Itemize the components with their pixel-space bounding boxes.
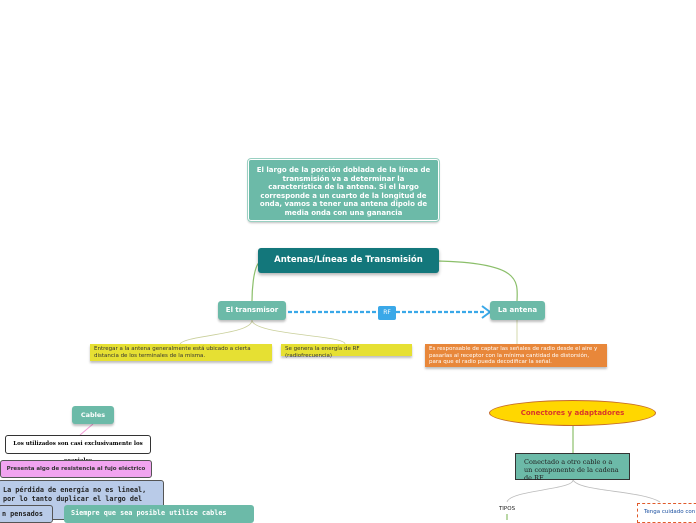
transmitter-node[interactable]: El transmisor — [218, 301, 286, 320]
connectors-care-note[interactable]: Tenga cuidado con — [637, 503, 696, 523]
link-transmitter-note1 — [179, 319, 253, 345]
link-central-antenna — [437, 260, 518, 302]
transmitter-note-1-text: Entregar a la antena generalmente está u… — [94, 346, 251, 359]
cables-coax-note[interactable]: Los utilizados son casi exclusivamente l… — [5, 435, 151, 464]
types-label: TIPOS — [498, 506, 516, 512]
transmitter-note-2-text: Se genera la energía de RF (radiofrecuen… — [285, 346, 360, 359]
link-cables — [79, 423, 94, 436]
description-box[interactable]: El largo de la porción doblada de la lín… — [247, 158, 440, 222]
cables-resistance-text: Presenta algo de resistencia al fujo elé… — [6, 466, 146, 472]
cables-partial-note[interactable]: n pensados — [0, 505, 53, 523]
antenna-node[interactable]: La antena — [490, 301, 545, 320]
connectors-node[interactable]: Conectores y adaptadores — [489, 400, 656, 426]
central-topic-label: Antenas/Líneas de Transmisión — [274, 255, 423, 265]
connectors-care-text: Tenga cuidado con — [644, 509, 696, 515]
cables-tip-note[interactable]: Siempre que sea posible utilice cables — [64, 505, 254, 523]
central-topic[interactable]: Antenas/Líneas de Transmisión — [258, 248, 439, 273]
connectors-label: Conectores y adaptadores — [520, 409, 625, 417]
antenna-label: La antena — [497, 306, 538, 314]
cables-node[interactable]: Cables — [72, 406, 114, 424]
transmitter-label: El transmisor — [225, 306, 279, 314]
antenna-note[interactable]: Es responsable de captar las señales de … — [425, 344, 607, 367]
cables-tip-text: Siempre que sea posible utilice cables — [71, 509, 227, 517]
link-transmitter-note2 — [251, 319, 346, 345]
rf-node[interactable]: RF — [378, 306, 396, 320]
connectors-sub-node[interactable]: Conectado a otro cable o a un componente… — [515, 453, 630, 482]
cables-partial-text: n pensados — [2, 510, 43, 518]
link-sub-care — [572, 479, 661, 503]
types-label-node[interactable]: TIPOS — [494, 504, 520, 514]
transmitter-note-1[interactable]: Entregar a la antena generalmente está u… — [90, 344, 272, 361]
cables-loss-text: La pérdida de energía no es lineal, por … — [3, 486, 147, 503]
antenna-note-text: Es responsable de captar las señales de … — [429, 346, 598, 365]
connectors-sub-text: Conectado a otro cable o a un componente… — [524, 458, 619, 482]
description-text: El largo de la porción doblada de la lín… — [256, 166, 431, 217]
cables-resistance-note[interactable]: Presenta algo de resistencia al fujo elé… — [0, 460, 152, 478]
transmitter-note-2[interactable]: Se genera la energía de RF (radiofrecuen… — [281, 344, 412, 359]
link-sub-types — [506, 479, 574, 503]
cables-label: Cables — [80, 411, 106, 419]
rf-label: RF — [383, 309, 391, 316]
